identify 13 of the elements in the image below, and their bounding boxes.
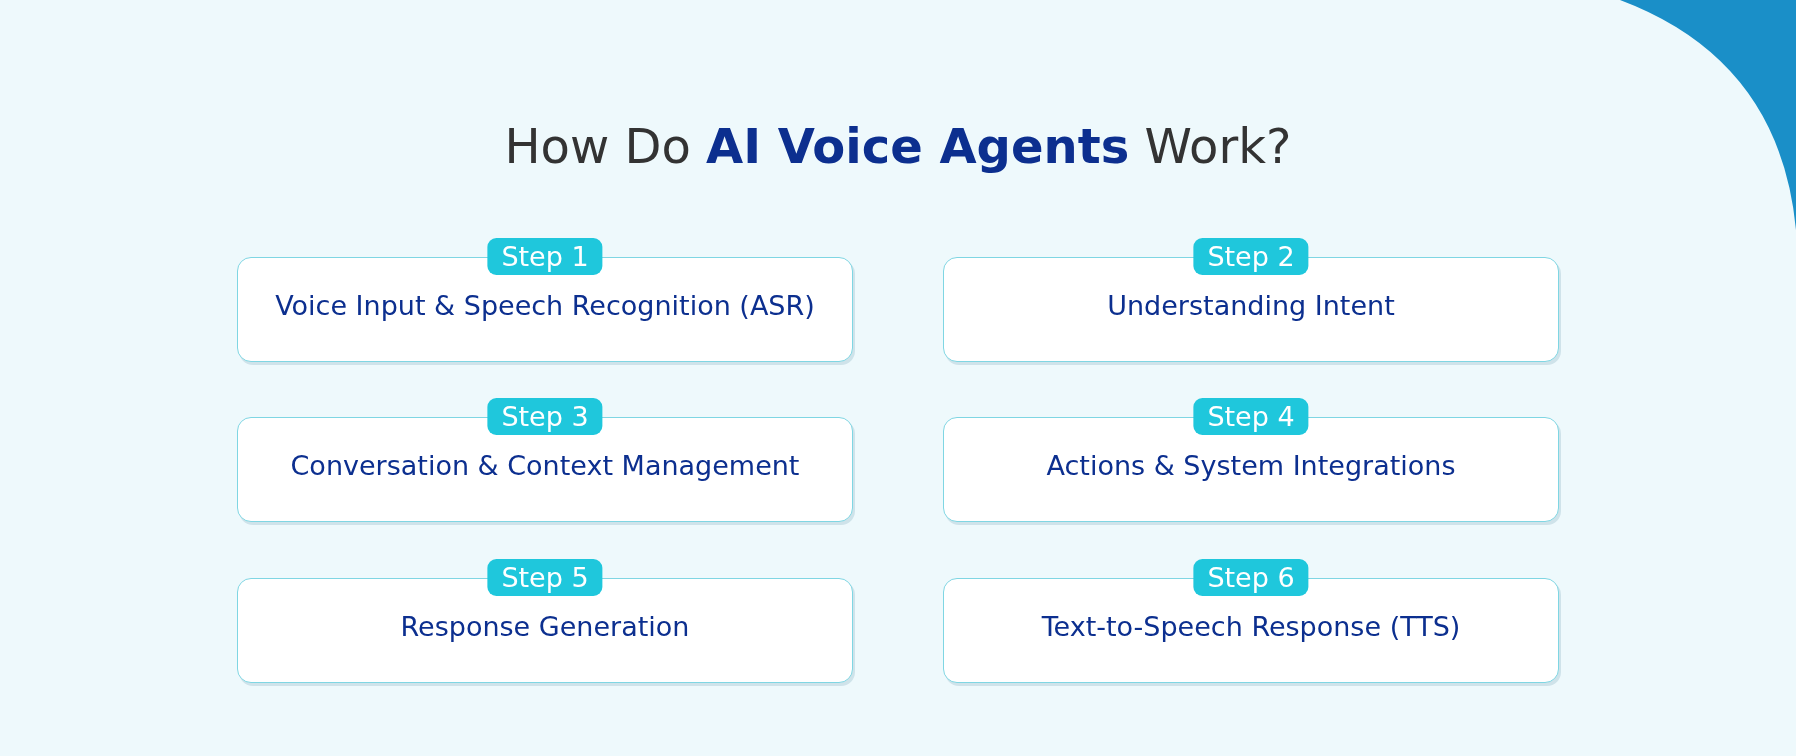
step-badge: Step 2	[1193, 238, 1309, 275]
step-text: Conversation & Context Management	[289, 450, 801, 481]
step-badge: Step 3	[487, 398, 603, 435]
step-badge: Step 4	[1193, 398, 1309, 435]
title: How Do AI Voice Agents Work?	[504, 118, 1292, 174]
step-text: Response Generation	[399, 611, 691, 642]
step-text: Voice Input & Speech Recognition (ASR)	[274, 290, 816, 321]
step-text: Understanding Intent	[1106, 290, 1396, 321]
step-text: Actions & System Integrations	[1045, 450, 1457, 481]
step-badge: Step 1	[487, 238, 603, 275]
step-text: Text-to-Speech Response (TTS)	[1040, 611, 1462, 642]
step-badge: Step 5	[487, 559, 603, 596]
step-badge: Step 6	[1193, 559, 1309, 596]
